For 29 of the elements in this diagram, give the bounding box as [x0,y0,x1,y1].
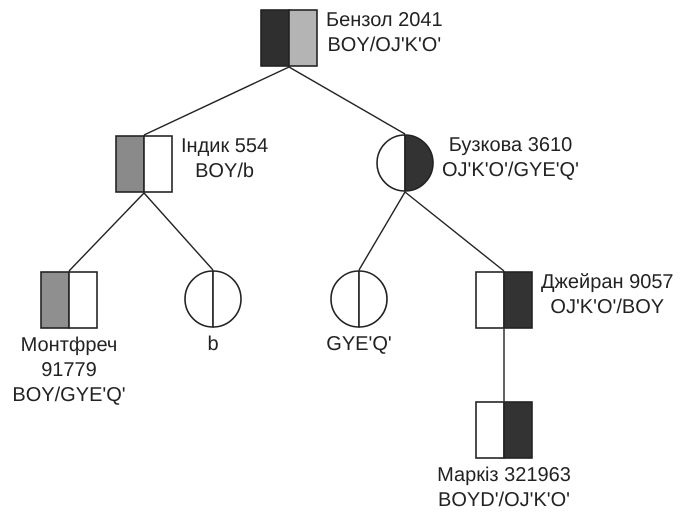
male-square [115,135,173,193]
animal-label: Маркіз 321963 [437,463,571,488]
male-square [475,401,533,459]
connector-line [144,66,290,136]
female-circle [184,270,242,328]
animal-label: BOY/OJ'K'O' [327,33,442,58]
male-square [475,271,533,329]
animal-label: OJ'K'O'/GYE'Q' [442,158,579,183]
animal-label: BOY/b [195,159,254,184]
animal-label: BOY/GYE'Q' [11,383,127,408]
female-circle [376,134,434,192]
animal-label: BOYD'/OJ'K'O' [438,488,570,513]
connector-line [288,66,406,135]
connector-line [503,329,505,401]
male-square [40,271,98,329]
animal-label: OJ'K'O'/BOY [550,295,664,320]
animal-label: Бензол 2041 [326,8,443,33]
female-circle [330,270,388,328]
animal-label: Джейран 9057 [541,270,674,295]
connector-line [143,192,214,270]
animal-label: Індик 554 [181,134,268,159]
animal-label: b [207,332,219,357]
animal-label: Бузкова 3610 [448,133,572,158]
connector-line [68,192,144,272]
animal-label: Монтфреч 91779 [20,333,118,383]
male-square [260,9,318,67]
animal-label: GYE'Q' [326,332,392,357]
connector-line [358,192,406,270]
connector-line [404,191,504,272]
